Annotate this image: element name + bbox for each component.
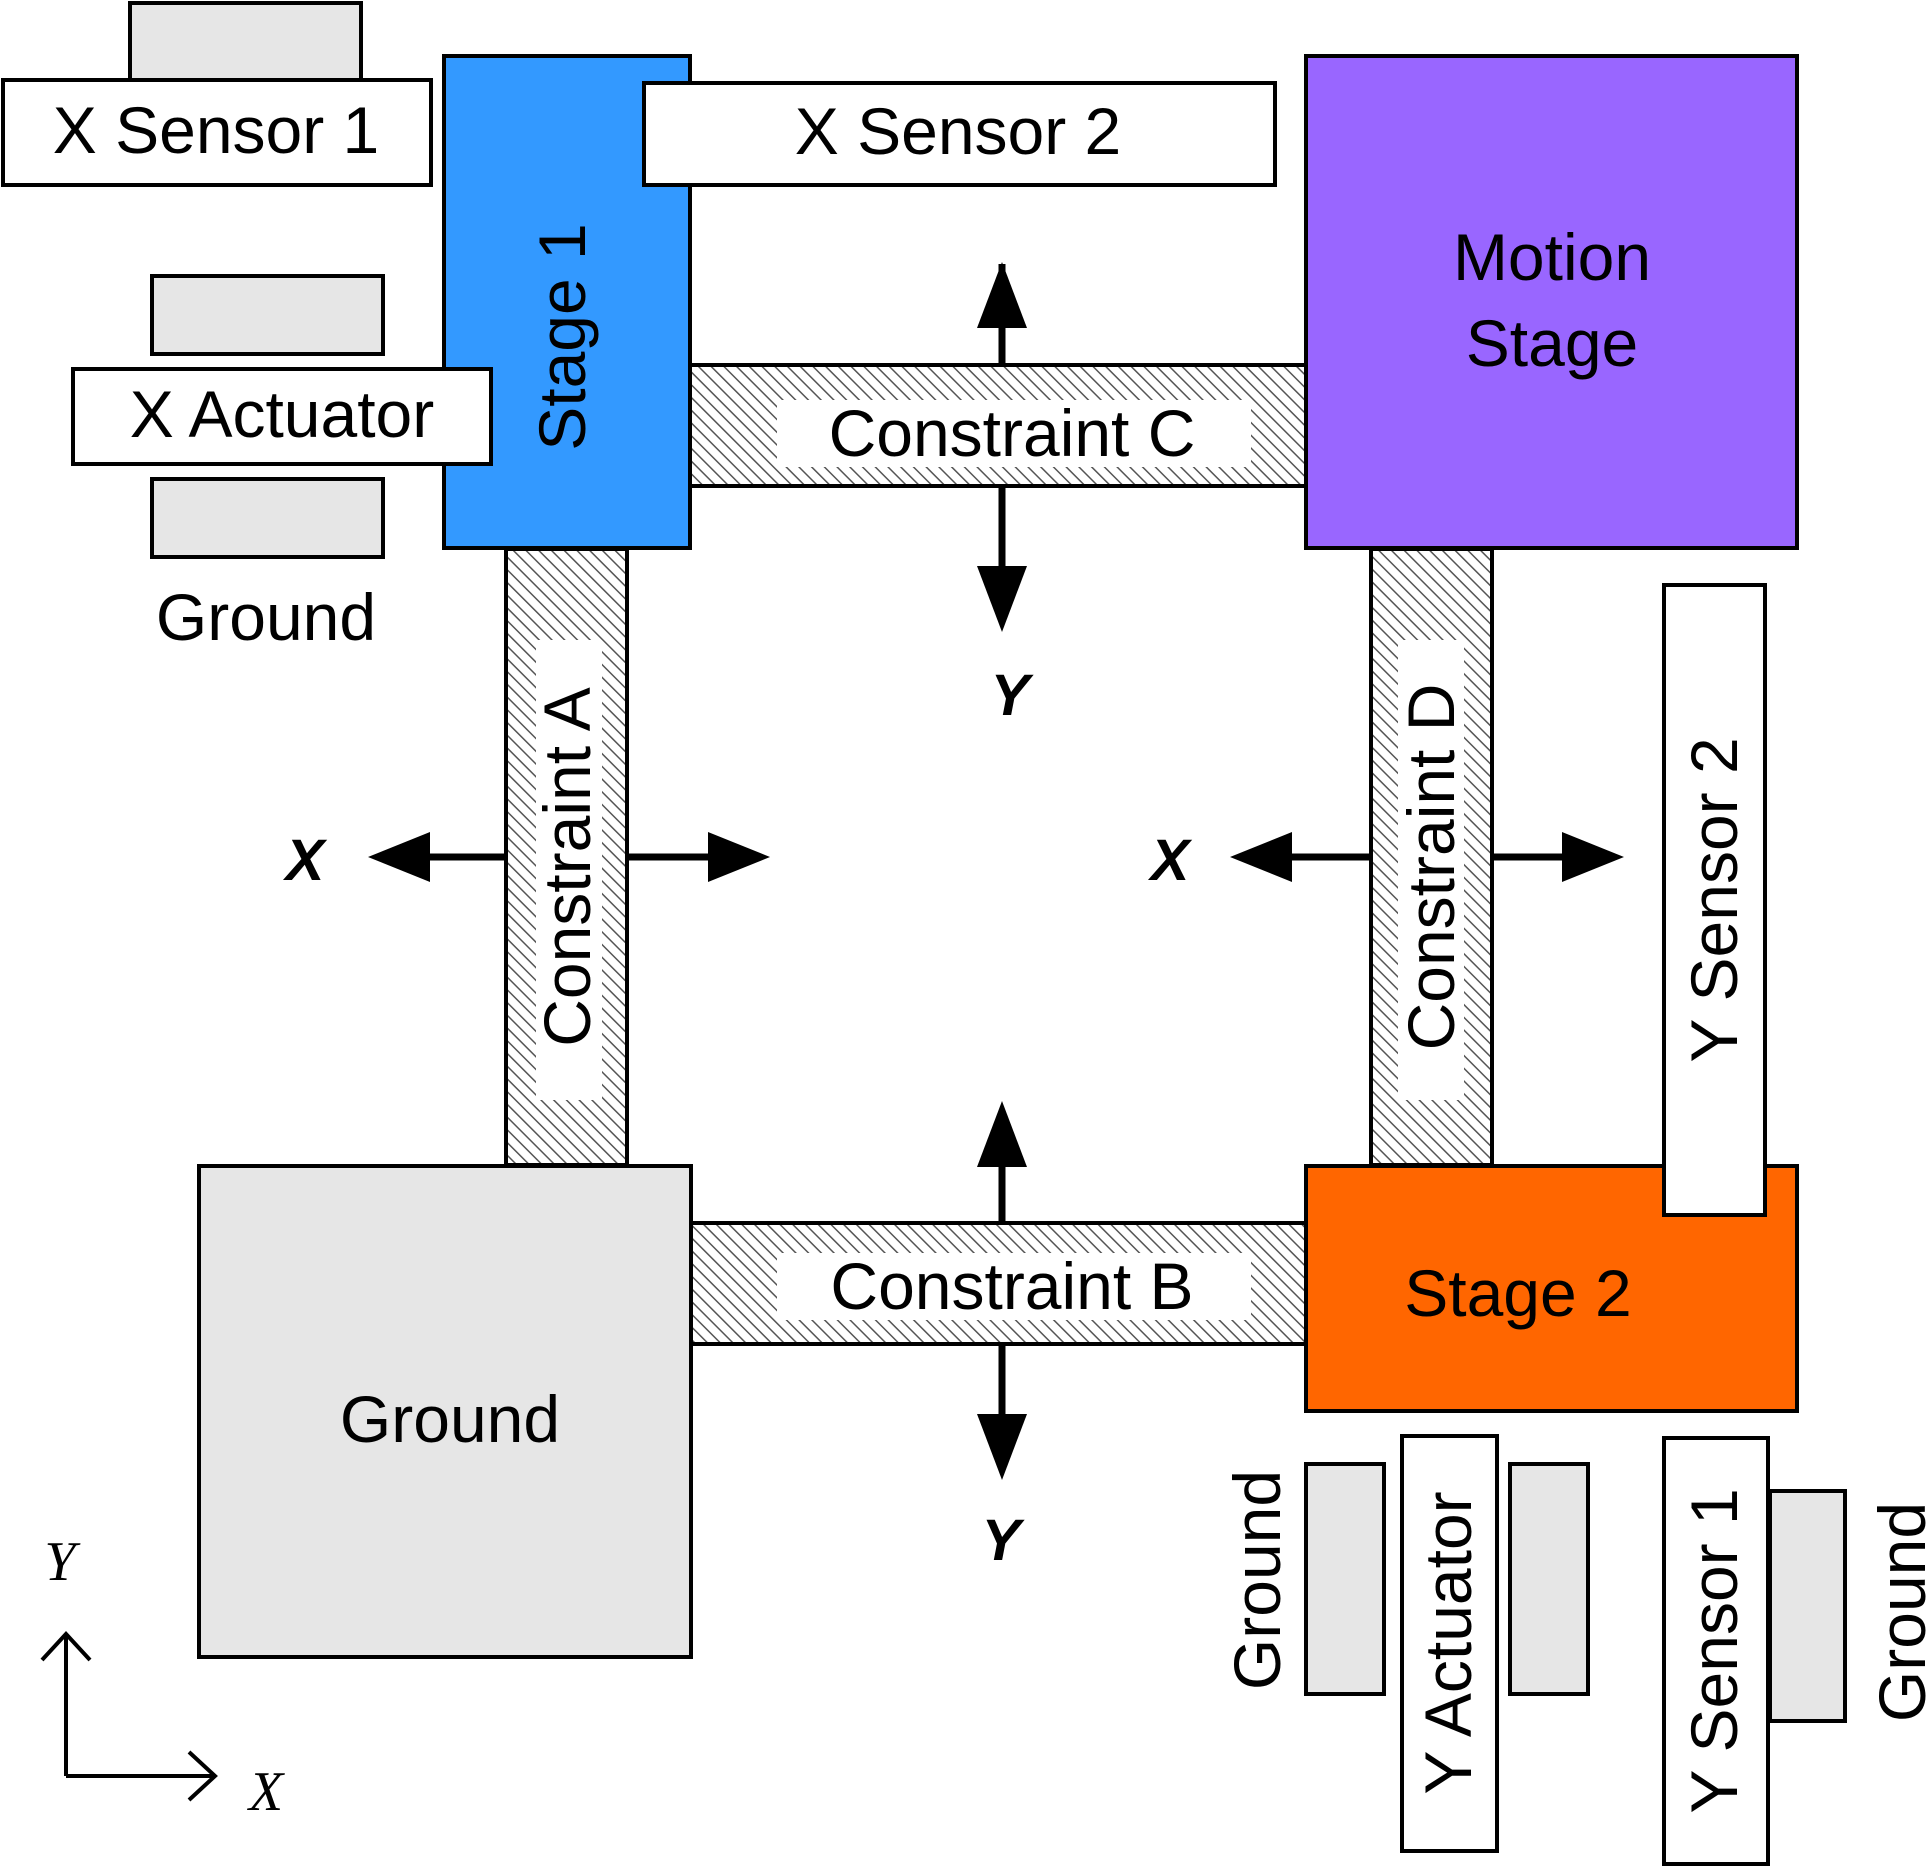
x-sensor-1 xyxy=(1,78,433,187)
ground-main-label: Ground xyxy=(340,1382,560,1456)
x-actuator-ground-top xyxy=(150,274,385,356)
y-motion-arrows-top: Y xyxy=(977,262,1035,728)
y-motion-arrows-bottom: Y xyxy=(977,1101,1027,1573)
motion-stage xyxy=(1304,54,1799,550)
constraint-a: Constraint A xyxy=(504,547,629,1167)
y-sensor-1-label: Y Sensor 1 xyxy=(1677,1488,1751,1813)
stage-1-label: Stage 1 xyxy=(525,223,599,451)
coordinate-y-label: Y xyxy=(44,1531,81,1593)
y-actuator-label: Y Actuator xyxy=(1411,1491,1485,1794)
x-sensor-1-ground-block xyxy=(128,1,363,84)
y-sensor-2-label: Y Sensor 2 xyxy=(1677,737,1751,1062)
coordinate-x-label: X xyxy=(247,1761,286,1823)
y-actuator-ground-right xyxy=(1508,1462,1590,1696)
x-motion-label-left: X xyxy=(283,828,328,893)
y-motion-label-top: Y xyxy=(991,663,1035,728)
ground-label-y-left: Ground xyxy=(1220,1470,1294,1690)
constraint-b-label: Constraint B xyxy=(830,1249,1193,1323)
y-sensor-1 xyxy=(1662,1436,1770,1866)
x-motion-arrows-right: X xyxy=(1148,828,1624,893)
constraint-d: Constraint D xyxy=(1369,547,1494,1167)
y-motion-label-bottom: Y xyxy=(982,1508,1026,1573)
ground-label-x: Ground xyxy=(156,580,376,654)
x-motion-arrows-left: X xyxy=(283,828,770,893)
constraint-c-label: Constraint C xyxy=(829,396,1196,470)
x-motion-label-right: X xyxy=(1148,828,1193,893)
x-actuator-ground-bottom xyxy=(150,477,385,559)
constraint-b: Constraint B xyxy=(688,1221,1309,1346)
y-actuator-ground-left xyxy=(1304,1462,1386,1696)
constraint-d-label: Constraint D xyxy=(1394,684,1468,1051)
x-sensor-2-label: X Sensor 2 xyxy=(795,94,1122,168)
ground-block-main xyxy=(197,1164,693,1659)
coordinate-frame: Y X xyxy=(40,1531,286,1823)
x-sensor-1-label: X Sensor 1 xyxy=(53,93,380,167)
motion-stage-label-line2: Stage xyxy=(1466,306,1638,380)
stage-2-label: Stage 2 xyxy=(1404,1256,1632,1330)
y-sensor-1-ground-block xyxy=(1768,1489,1847,1723)
y-sensor-2 xyxy=(1662,583,1767,1217)
constraint-a-label: Constraint A xyxy=(530,687,604,1047)
ground-label-y-right: Ground xyxy=(1865,1502,1927,1722)
constraint-c: Constraint C xyxy=(688,363,1309,488)
x-actuator-label: X Actuator xyxy=(130,377,435,451)
y-actuator xyxy=(1400,1434,1499,1853)
x-actuator xyxy=(71,367,493,466)
motion-stage-label-line1: Motion xyxy=(1453,220,1651,294)
x-sensor-2 xyxy=(642,81,1277,187)
